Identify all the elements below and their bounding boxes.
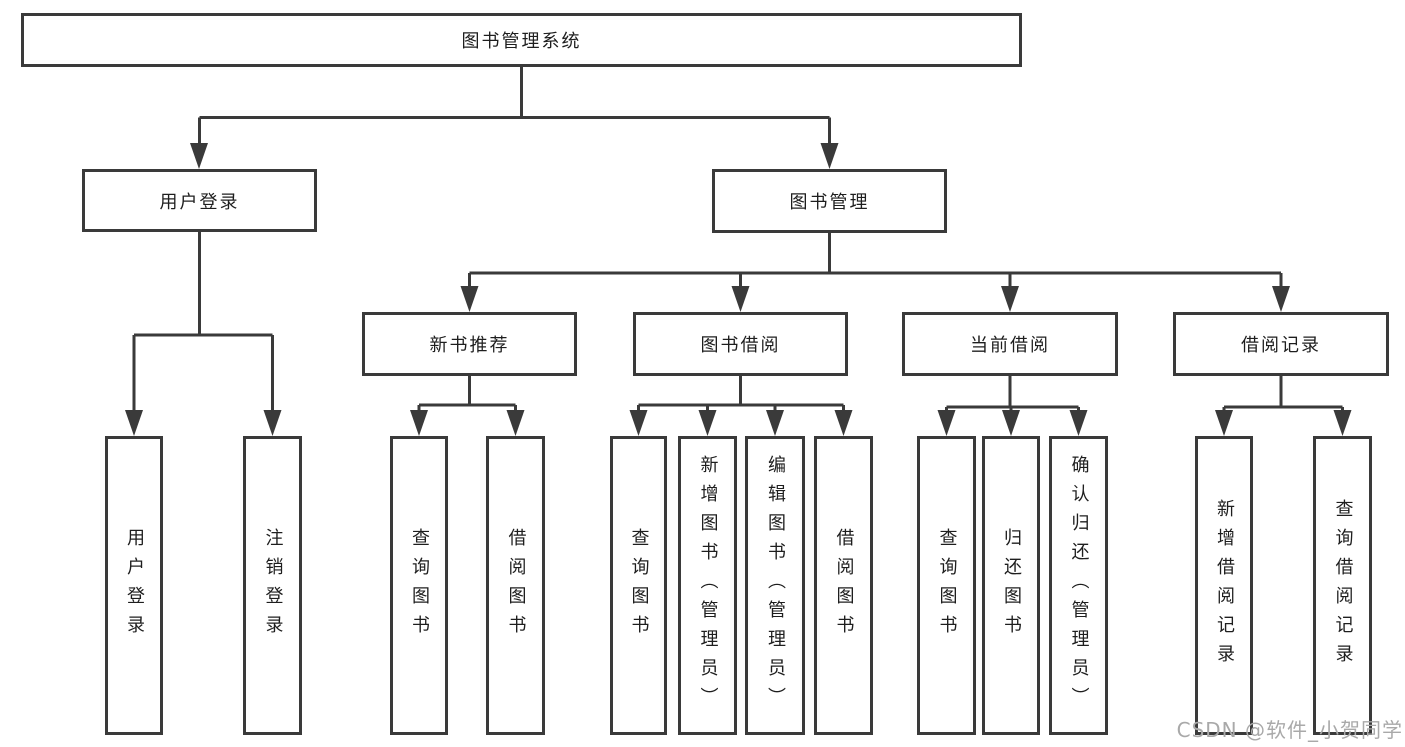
leaf-borrow-book: 借阅图书: [814, 436, 873, 735]
arrow-icon: [731, 286, 750, 312]
node-book-borrowing: 图书借阅: [633, 312, 848, 376]
leaf-query-book-borrowing: 查询图书: [610, 436, 667, 735]
arrow-icon: [1001, 286, 1019, 312]
leaf-confirm-return-admin: 确认归还（管理员）: [1049, 436, 1108, 735]
node-user-login: 用户登录: [82, 169, 317, 232]
arrow-icon: [125, 410, 143, 436]
leaf-add-borrow-record: 新增借阅记录: [1195, 436, 1253, 735]
connector-rec-to-leaves: [417, 376, 517, 413]
arrow-icon: [506, 410, 525, 436]
arrow-icon: [698, 410, 717, 436]
arrow-icon: [937, 410, 956, 436]
connector-root-to-level2: [198, 66, 831, 146]
arrow-icon: [766, 410, 784, 436]
connector-mgmt-to-level3: [468, 233, 1283, 289]
arrow-icon: [820, 143, 839, 169]
arrow-icon: [1215, 410, 1233, 436]
leaf-user-login: 用户登录: [105, 436, 163, 735]
leaf-query-book-current: 查询图书: [917, 436, 976, 735]
arrow-icon: [834, 410, 853, 436]
arrowheads: [125, 143, 1352, 436]
arrow-icon: [190, 143, 208, 169]
connector-login-to-leaves: [132, 232, 274, 413]
leaf-return-book: 归还图书: [982, 436, 1040, 735]
csdn-watermark: CSDN @软件_小贺同学: [1176, 718, 1403, 742]
connector-current-to-leaves: [945, 376, 1080, 413]
connector-borrow-to-leaves: [637, 376, 845, 413]
leaf-edit-book-admin: 编辑图书（管理员）: [745, 436, 805, 735]
arrow-icon: [263, 410, 282, 436]
node-book-management: 图书管理: [712, 169, 947, 233]
arrow-icon: [410, 410, 428, 436]
arrow-icon: [1272, 286, 1290, 312]
arrow-icon: [629, 410, 648, 436]
arrow-icon: [1069, 410, 1088, 436]
connector-history-to-leaves: [1222, 376, 1344, 413]
node-current-borrowing: 当前借阅: [902, 312, 1118, 376]
leaf-add-book-admin: 新增图书（管理员）: [678, 436, 737, 735]
leaf-query-borrow-record: 查询借阅记录: [1313, 436, 1372, 735]
leaf-borrow-book-recommend: 借阅图书: [486, 436, 545, 735]
arrow-icon: [460, 286, 479, 312]
arrow-icon: [1002, 410, 1020, 436]
arrow-icon: [1333, 410, 1352, 436]
node-new-book-recommendation: 新书推荐: [362, 312, 577, 376]
leaf-logout: 注销登录: [243, 436, 302, 735]
node-library-management-system: 图书管理系统: [21, 13, 1022, 67]
leaf-query-book-recommend: 查询图书: [390, 436, 448, 735]
node-borrowing-records: 借阅记录: [1173, 312, 1389, 376]
